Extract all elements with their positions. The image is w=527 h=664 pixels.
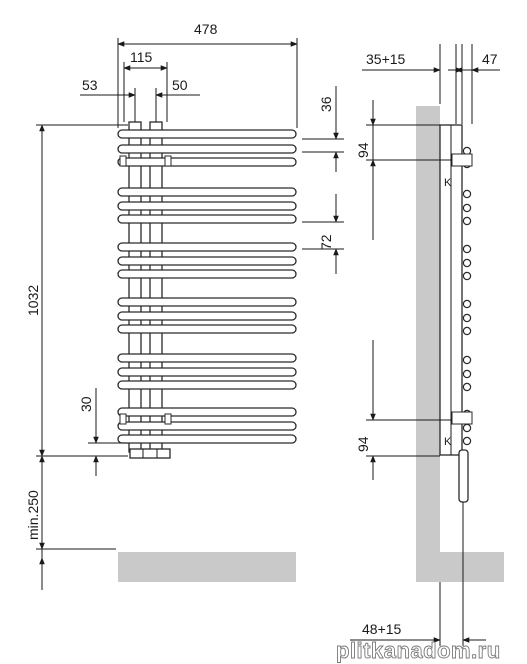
dim-bar-gap: 36 [318, 96, 334, 112]
towel-bar [117, 269, 297, 279]
bar-end-circle [462, 258, 472, 268]
watermark: plitkanadom.ru [336, 638, 501, 663]
bottom-right-connector [164, 413, 172, 425]
dim-floor-clearance: min.250 [25, 490, 41, 540]
dim-offset-right: 50 [172, 77, 188, 93]
towel-bar [117, 144, 297, 154]
valve-label-top: K [444, 177, 452, 189]
top-valve [451, 153, 473, 167]
right-collector-pipe [149, 121, 163, 453]
dim-bottom-gap: 30 [78, 396, 94, 412]
bar-end-circle [462, 271, 472, 281]
bottom-left-connector [119, 413, 127, 425]
towel-bar [117, 157, 297, 167]
top-right-connector [164, 155, 172, 167]
dim-width-total: 478 [194, 21, 218, 37]
towel-bar [117, 421, 297, 431]
bar-end-circle [462, 355, 472, 365]
left-collector-pipe [128, 121, 142, 453]
towel-bar [117, 214, 297, 224]
bar-end-circle [462, 203, 472, 213]
top-left-connector [119, 155, 127, 167]
bottom-valve [451, 411, 473, 425]
towel-bar [117, 242, 297, 252]
bar-end-circle [462, 436, 472, 446]
towel-bar [117, 256, 297, 266]
dim-pipe-spacing: 115 [130, 49, 153, 65]
towel-bar [117, 129, 297, 139]
dim-wall-offset: 35+15 [366, 51, 406, 67]
bar-end-circle [462, 326, 472, 336]
bar-end-circle [462, 299, 472, 309]
bar-end-circle [462, 313, 472, 323]
dim-top-94: 94 [355, 142, 371, 158]
side-view: K K 35+15 47 94 94 48+15 [350, 44, 504, 646]
bar-end-circle [462, 216, 472, 226]
heating-element [458, 449, 469, 503]
towel-bar [117, 434, 297, 444]
towel-bar [117, 353, 297, 363]
towel-bar [117, 297, 297, 307]
wall [416, 106, 440, 552]
towel-bar [117, 380, 297, 390]
towel-bar [117, 324, 297, 334]
towel-bar [117, 187, 297, 197]
dim-height-total: 1032 [25, 285, 41, 316]
towel-bar [117, 311, 297, 321]
bar-end-circle [462, 369, 472, 379]
bar-end-circle [462, 244, 472, 254]
towel-bars [117, 129, 297, 444]
bottom-fitting [129, 448, 171, 459]
dim-offset-left: 53 [82, 77, 98, 93]
valve-label-bottom: K [444, 436, 452, 448]
towel-bar [117, 367, 297, 377]
dim-group-pitch: 72 [318, 234, 334, 250]
bar-end-circle [462, 189, 472, 199]
towel-bar [117, 201, 297, 211]
bar-end-circle [462, 382, 472, 392]
dim-bottom-94: 94 [355, 436, 371, 452]
front-view: 478 115 53 50 1032 min.250 30 [25, 21, 344, 590]
towel-bar [117, 407, 297, 417]
dim-bottom-offset: 48+15 [362, 621, 402, 637]
bar-end-circle [462, 423, 472, 433]
dim-depth: 47 [482, 51, 498, 67]
bar-ends [462, 146, 472, 446]
floor-slab [118, 552, 296, 582]
side-floor [416, 552, 504, 582]
